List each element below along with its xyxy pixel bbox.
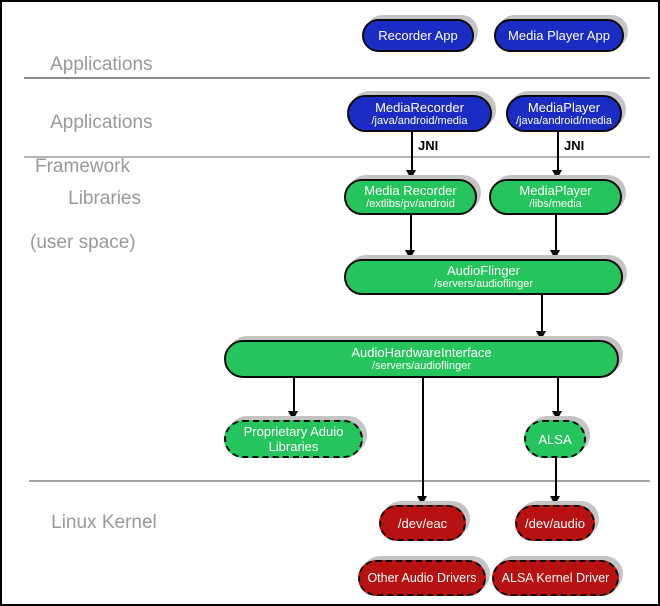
mediaplayer-framework-path: /java/android/media [515,114,612,127]
divider-libraries-kernel [29,480,650,482]
layer-label-applications-framework: Applications Framework [30,90,153,222]
connector-ahi-to-alsa [557,378,559,413]
alsa-kernel-driver-label: ALSA Kernel Driver [501,570,610,585]
connector-audioflinger-to-ahi [541,294,543,333]
layer-label-libraries-line1: Libraries [68,188,141,209]
audioflinger-path: /servers/audioflinger [433,278,534,290]
connector-alsa-to-dev-audio [555,457,557,498]
layer-label-framework-line2: Framework [35,156,131,177]
arrowhead-icon [406,170,416,179]
mediarecorder-framework-label: MediaRecorder [375,99,464,115]
media-recorder-lib-label: Media Recorder [364,183,457,198]
arrowhead-icon [552,170,562,179]
arrowhead-icon [552,411,562,420]
proprietary-audio-libraries-label-line1: Proprietary Aduio [243,424,344,439]
dev-audio-label: /dev/audio [525,515,585,531]
audioflinger-node: AudioFlinger /servers/audioflinger [344,259,623,295]
arrowhead-icon [288,411,298,420]
arrowhead-icon [405,250,415,259]
media-recorder-lib-node: Media Recorder /extlibs/pv/android [344,179,477,215]
proprietary-audio-libraries-node: Proprietary Aduio Libraries [224,420,363,458]
dev-audio-node: /dev/audio [515,505,595,541]
mediaplayer-framework-label: MediaPlayer [527,99,601,115]
jni-label-right: JNI [564,138,585,153]
connector-ahi-to-dev-eac [422,378,424,498]
connector-mediarecorder-fw-to-lib [411,132,413,172]
alsa-node: ALSA [524,420,586,458]
alsa-label: ALSA [538,431,572,447]
layer-label-kernel-text: Linux Kernel [51,512,157,533]
layer-label-framework-line1: Applications [50,112,153,133]
mediarecorder-framework-path: /java/android/media [371,114,468,127]
divider-framework-libraries [24,156,650,158]
audioflinger-label: AudioFlinger [447,263,520,278]
arrowhead-icon [550,496,560,505]
media-player-app-node: Media Player App [494,19,624,52]
recorder-app-label: Recorder App [378,28,458,43]
dev-eac-node: /dev/eac [379,505,466,541]
media-recorder-lib-path: /extlibs/pv/android [366,198,455,210]
audio-hardware-interface-node: AudioHardwareInterface /servers/audiofli… [224,340,619,378]
dev-eac-label: /dev/eac [397,515,448,531]
connector-mediarecorder-lib-to-audioflinger [410,215,412,252]
recorder-app-node: Recorder App [362,19,474,52]
layer-label-applications: Applications [30,32,153,98]
divider-applications-framework [24,77,650,79]
audio-hardware-interface-label: AudioHardwareInterface [351,345,492,360]
jni-label-left: JNI [418,138,439,153]
other-audio-drivers-label: Other Audio Drivers [367,570,477,585]
proprietary-audio-libraries-label-line2: Libraries [268,439,319,454]
connector-ahi-to-proprietary [293,378,295,413]
media-player-app-label: Media Player App [508,28,610,43]
layer-label-libraries-line2: (user space) [30,232,136,253]
connector-mediaplayer-lib-to-audioflinger [555,215,557,252]
alsa-kernel-driver-node: ALSA Kernel Driver [492,560,619,596]
layer-label-applications-text: Applications [50,54,153,75]
mediaplayer-lib-path: /libs/media [529,198,582,210]
connector-mediaplayer-fw-to-lib [557,132,559,172]
layer-label-libraries: Libraries (user space) [30,166,141,298]
arrowhead-icon [417,496,427,505]
other-audio-drivers-node: Other Audio Drivers [358,560,486,596]
mediaplayer-framework-node: MediaPlayer /java/android/media [506,95,622,132]
mediaplayer-lib-label: MediaPlayer [519,183,592,198]
mediarecorder-framework-node: MediaRecorder /java/android/media [347,95,492,132]
arrowhead-icon [550,250,560,259]
arrowhead-icon [536,331,546,340]
audio-hardware-interface-path: /servers/audioflinger [371,360,472,372]
layer-label-linux-kernel: Linux Kernel [30,490,157,556]
mediaplayer-lib-node: MediaPlayer /libs/media [489,179,622,215]
